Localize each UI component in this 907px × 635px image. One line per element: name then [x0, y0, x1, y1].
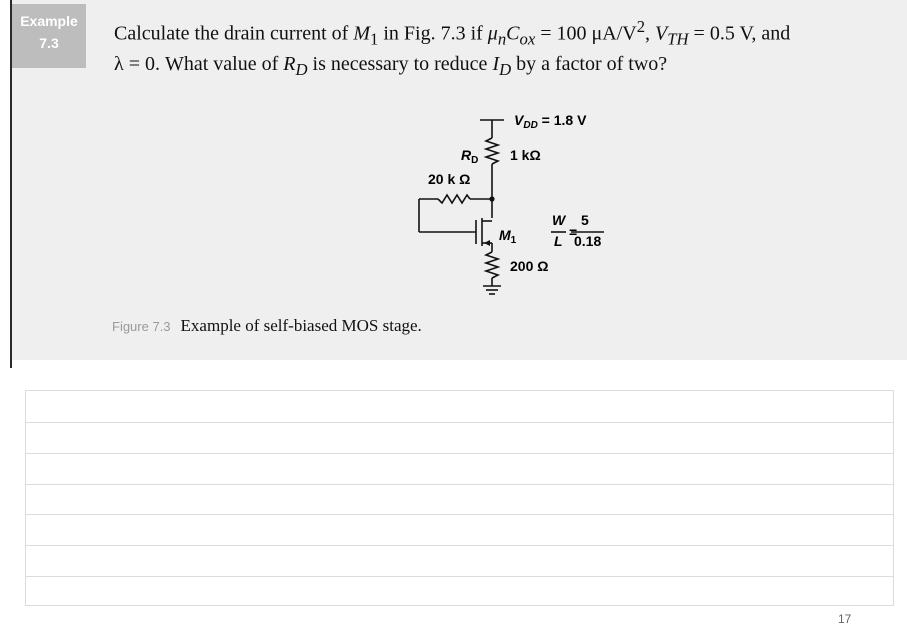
var-id-sub: D: [499, 59, 512, 79]
problem-statement: Calculate the drain current of M1 in Fig…: [114, 14, 904, 82]
rd-label: RD: [461, 147, 478, 166]
ratio-numerator: 5: [581, 212, 589, 228]
rs-resistor: [483, 251, 501, 279]
var-m-sub: 1: [370, 29, 379, 49]
left-rule: [10, 0, 12, 368]
problem-text: by a factor of two?: [511, 52, 668, 75]
vdd-label: VDD = 1.8 V: [514, 112, 587, 131]
notes-line: [26, 545, 893, 546]
problem-text: in Fig. 7.3 if: [378, 22, 488, 45]
notes-line: [26, 422, 893, 423]
problem-text: = 100 μA/V: [535, 22, 637, 45]
var-cox: C: [506, 22, 520, 45]
notes-line: [26, 514, 893, 515]
unit-sup: 2: [636, 17, 646, 36]
problem-text: ,: [645, 22, 656, 45]
var-rd-sub: D: [295, 59, 308, 79]
var-m: M: [353, 22, 371, 45]
var-id: I: [492, 52, 500, 75]
problem-text: is necessary to reduce: [307, 52, 493, 75]
circuit-diagram: VDD = 1.8 V RD 1 kΩ 20 k Ω M1 W L = 5 0.…: [418, 112, 604, 295]
figure-label: Figure 7.3: [112, 319, 171, 334]
page-number: 17: [838, 612, 852, 626]
example-tag-word: Example: [20, 13, 78, 29]
var-mu-sub: n: [497, 29, 507, 49]
ratio-denominator: 0.18: [574, 233, 601, 249]
var-cox-sub: ox: [519, 29, 536, 49]
rd-value: 1 kΩ: [510, 147, 541, 163]
equals-sign: =: [569, 224, 577, 240]
figure-caption: Figure 7.3 Example of self-biased MOS sta…: [112, 316, 422, 336]
var-vth-sub: TH: [667, 29, 689, 49]
rf-resistor: [437, 193, 471, 205]
notes-line: [26, 576, 893, 577]
var-mu: μ: [487, 22, 498, 45]
m1-label: M1: [499, 227, 517, 246]
var-rd: R: [283, 52, 296, 75]
var-vth: V: [655, 22, 668, 45]
example-tag: Example 7.3: [12, 4, 86, 68]
rf-value: 20 k Ω: [428, 171, 470, 187]
example-panel: [10, 0, 907, 360]
rs-value: 200 Ω: [510, 258, 548, 274]
notes-area: [25, 390, 894, 606]
rd-resistor: [483, 137, 501, 165]
notes-line: [26, 453, 893, 454]
problem-text: = 0.5 V, and: [688, 22, 791, 45]
notes-line: [26, 484, 893, 485]
example-tag-number: 7.3: [39, 35, 59, 51]
problem-text: λ = 0. What value of: [114, 52, 284, 75]
problem-text: Calculate the drain current of: [114, 22, 354, 45]
w-label: W: [552, 212, 567, 228]
drain-node: [489, 196, 495, 202]
caption-text: Example of self-biased MOS stage.: [180, 316, 422, 335]
source-arrow: [484, 240, 490, 246]
l-label: L: [554, 233, 563, 249]
